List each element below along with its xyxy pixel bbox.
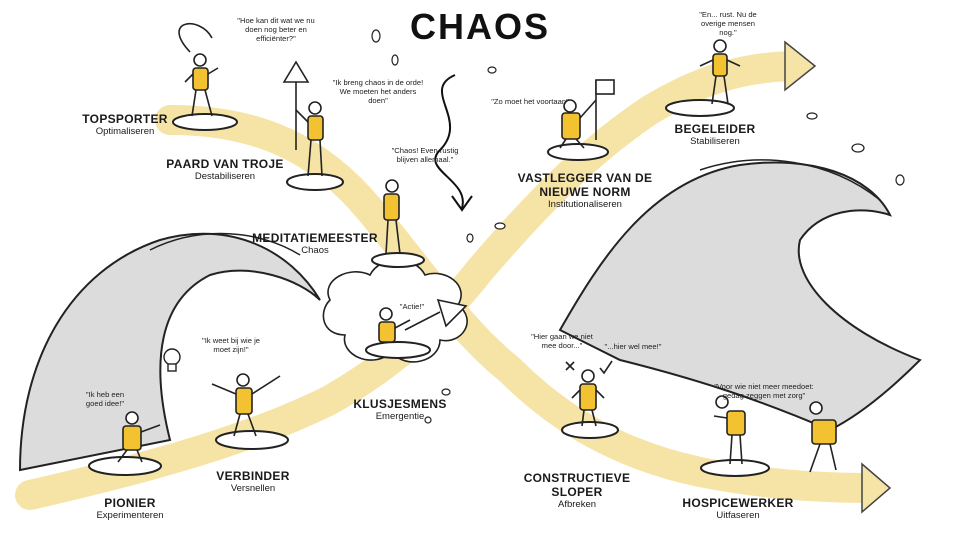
quote-begeleider: "En... rust. Nu de overige mensen nog.": [699, 10, 757, 38]
page-title: CHAOS: [409, 6, 550, 47]
board-vastlegger: [547, 143, 609, 161]
right-wave-crest: [699, 159, 881, 201]
quote-topsporter: "Hoe kan dit wat we nu doen nog beter en…: [237, 16, 315, 44]
role-name: HOSPICEWERKER: [682, 496, 794, 510]
arrow-head-top: [784, 40, 817, 92]
role-name: TOPSPORTER: [82, 112, 168, 126]
role-sub: Institutionaliseren: [548, 198, 622, 210]
board-verbinder: [215, 430, 289, 450]
figure-begeleider: [699, 39, 741, 105]
figure-hospice-1: [713, 395, 746, 465]
chaos-arrow: [434, 74, 464, 209]
left-wave: [18, 232, 321, 472]
role-label-topsporter: TOPSPORTER Optimaliseren: [70, 112, 180, 138]
quote-hospice: "Voor wie niet meer meedoet: gedag zegge…: [714, 382, 814, 401]
quote-klusjes: "Actie!": [399, 302, 425, 311]
quote-vastlegger: "Zo moet het voortaan": [491, 97, 569, 106]
role-label-verbinder: VERBINDER Versnellen: [198, 469, 308, 495]
role-name: CONSTRUCTIEVE SLOPER: [523, 471, 631, 499]
role-name: BEGELEIDER: [674, 122, 756, 136]
role-name: VERBINDER: [216, 469, 290, 483]
left-wave-crest: [149, 232, 301, 256]
role-sub: Afbreken: [557, 498, 597, 510]
board-pionier: [88, 456, 162, 476]
role-sub: Optimaliseren: [95, 125, 155, 137]
role-name: KLUSJESMENS: [353, 397, 447, 411]
board-paard: [286, 173, 344, 191]
role-sub: Destabiliseren: [194, 170, 256, 182]
splash-drops: [371, 29, 905, 424]
splash-cloud: [322, 259, 468, 363]
figure-verbinder: [211, 373, 281, 437]
board-sloper: [561, 421, 619, 439]
quote-pionier: "Ik heb een goed idee!": [85, 390, 125, 409]
quote-paard: "Ik breng chaos in de orde! We moeten he…: [332, 78, 424, 106]
role-label-sloper: CONSTRUCTIEVE SLOPER Afbreken: [512, 471, 642, 511]
role-sub: Versnellen: [230, 482, 276, 494]
role-label-klusjes: KLUSJESMENS Emergentie: [340, 397, 460, 423]
quote-sloper-1: "Hier gaan we niet mee door...": [531, 332, 593, 351]
figure-sloper: [565, 360, 613, 427]
role-sub: Experimenteren: [96, 509, 164, 521]
role-sub: Stabiliseren: [690, 135, 740, 147]
board-hospice: [700, 459, 770, 477]
arrow-head-bottom: [861, 462, 892, 514]
figure-vastlegger: [559, 79, 615, 149]
band-upper-right: [468, 51, 791, 280]
figure-hospice-2: [809, 401, 837, 473]
band-lower-right: [499, 359, 871, 503]
role-label-pionier: PIONIER Experimenteren: [75, 496, 185, 522]
quote-meditatie: "Chaos! Even rustig blijven allemaal.": [391, 146, 459, 165]
role-name: PAARD VAN TROJE: [166, 157, 284, 171]
role-label-hospice: HOSPICEWERKER Uitfaseren: [668, 496, 808, 522]
role-name: MEDITATIEMEESTER: [252, 231, 378, 245]
board-klusjes: [365, 341, 431, 359]
role-label-vastlegger: VASTLEGGER VAN DE NIEUWE NORM Institutio…: [510, 171, 660, 211]
figure-topsporter: [178, 23, 219, 117]
chaos-arrow-head: [451, 195, 473, 212]
role-sub: Chaos: [301, 244, 329, 256]
quote-verbinder: "Ik weet bij wie je moet zijn!": [202, 336, 260, 355]
figure-klusjes: [378, 298, 468, 343]
board-meditatie: [371, 252, 425, 268]
role-label-paard: PAARD VAN TROJE Destabiliseren: [160, 157, 290, 183]
role-name: PIONIER: [104, 496, 156, 510]
board-topsporter: [172, 113, 238, 131]
role-name: VASTLEGGER VAN DE NIEUWE NORM: [517, 171, 653, 199]
board-begeleider: [665, 99, 735, 117]
figure-paard: [282, 60, 324, 177]
figure-meditatie: [383, 179, 401, 255]
role-sub: Uitfaseren: [716, 509, 760, 521]
role-label-begeleider: BEGELEIDER Stabiliseren: [660, 122, 770, 148]
role-label-meditatie: MEDITATIEMEESTER Chaos: [250, 231, 380, 257]
role-sub: Emergentie: [375, 410, 425, 422]
lightbulb-icon: [163, 348, 181, 372]
quote-sloper-2: "...hier wel mee!": [604, 342, 662, 351]
figure-pionier: [117, 411, 161, 463]
